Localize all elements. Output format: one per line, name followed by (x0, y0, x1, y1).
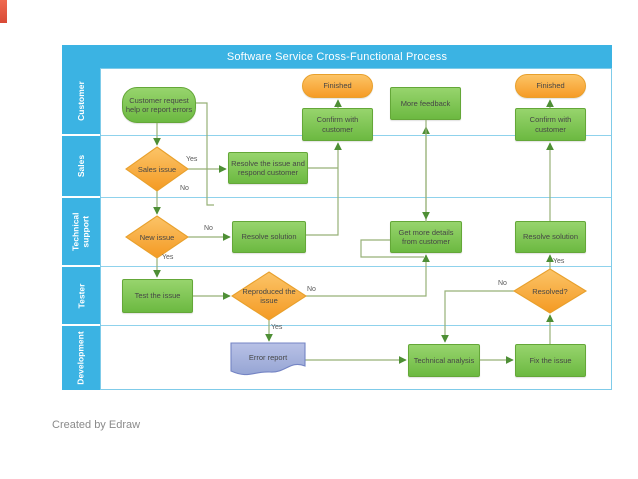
lane-label: Development (76, 331, 86, 385)
node-label: Get more details from customer (398, 227, 454, 246)
node-finished-left[interactable]: Finished (302, 74, 373, 98)
node-label: Finished (536, 81, 565, 91)
node-more-feedback[interactable]: More feedback (390, 87, 461, 120)
node-label: Customer request help or report errors (125, 95, 193, 114)
node-finished-right[interactable]: Finished (515, 74, 586, 98)
diagram-title-bar: Software Service Cross-Functional Proces… (62, 45, 612, 68)
lane-label: Technical support (70, 212, 91, 251)
node-test-the-issue[interactable]: Test the issue (122, 279, 193, 313)
lane-label: Sales (76, 154, 86, 178)
lane-divider (101, 266, 611, 267)
lane-header-customer[interactable]: Customer (62, 68, 100, 134)
lane-label: Tester (75, 283, 86, 308)
node-resolve-solution-right[interactable]: Resolve solution (515, 221, 586, 253)
node-label: Fix the issue (529, 355, 572, 365)
node-customer-request[interactable]: Customer request help or report errors (122, 87, 196, 123)
node-label: Confirm with customer (529, 115, 572, 134)
node-get-more-details[interactable]: Get more details from customer (390, 221, 462, 253)
credit-text: Created by Edraw (52, 419, 141, 431)
node-resolve-issue-respond-customer[interactable]: Resolve the issue and respond customer (228, 152, 308, 184)
diagram-title: Software Service Cross-Functional Proces… (226, 50, 448, 63)
screen-edge-artifact (0, 0, 7, 23)
lane-divider (101, 197, 611, 198)
node-label: Test the issue (134, 291, 181, 301)
node-technical-analysis[interactable]: Technical analysis (408, 344, 480, 377)
node-label: Technical analysis (413, 355, 475, 365)
node-fix-the-issue[interactable]: Fix the issue (515, 344, 586, 377)
chart-area-border (100, 68, 612, 390)
node-label: More feedback (400, 98, 451, 108)
node-label: Finished (323, 81, 352, 91)
node-label: Resolve the issue and respond customer (231, 158, 305, 177)
node-confirm-with-customer-left[interactable]: Confirm with customer (302, 108, 373, 141)
node-label: Confirm with customer (316, 115, 359, 134)
lane-label: Customer (76, 81, 86, 121)
node-label: Resolve solution (522, 232, 579, 242)
lane-header-tester[interactable]: Tester (62, 267, 100, 324)
node-confirm-with-customer-right[interactable]: Confirm with customer (515, 108, 586, 141)
lane-header-technical-support[interactable]: Technical support (62, 198, 100, 265)
node-resolve-solution-left[interactable]: Resolve solution (232, 221, 306, 253)
lane-divider (101, 325, 611, 326)
node-label: Resolve solution (241, 232, 297, 242)
lane-header-sales[interactable]: Sales (62, 136, 100, 196)
lane-header-development[interactable]: Development (62, 326, 100, 390)
